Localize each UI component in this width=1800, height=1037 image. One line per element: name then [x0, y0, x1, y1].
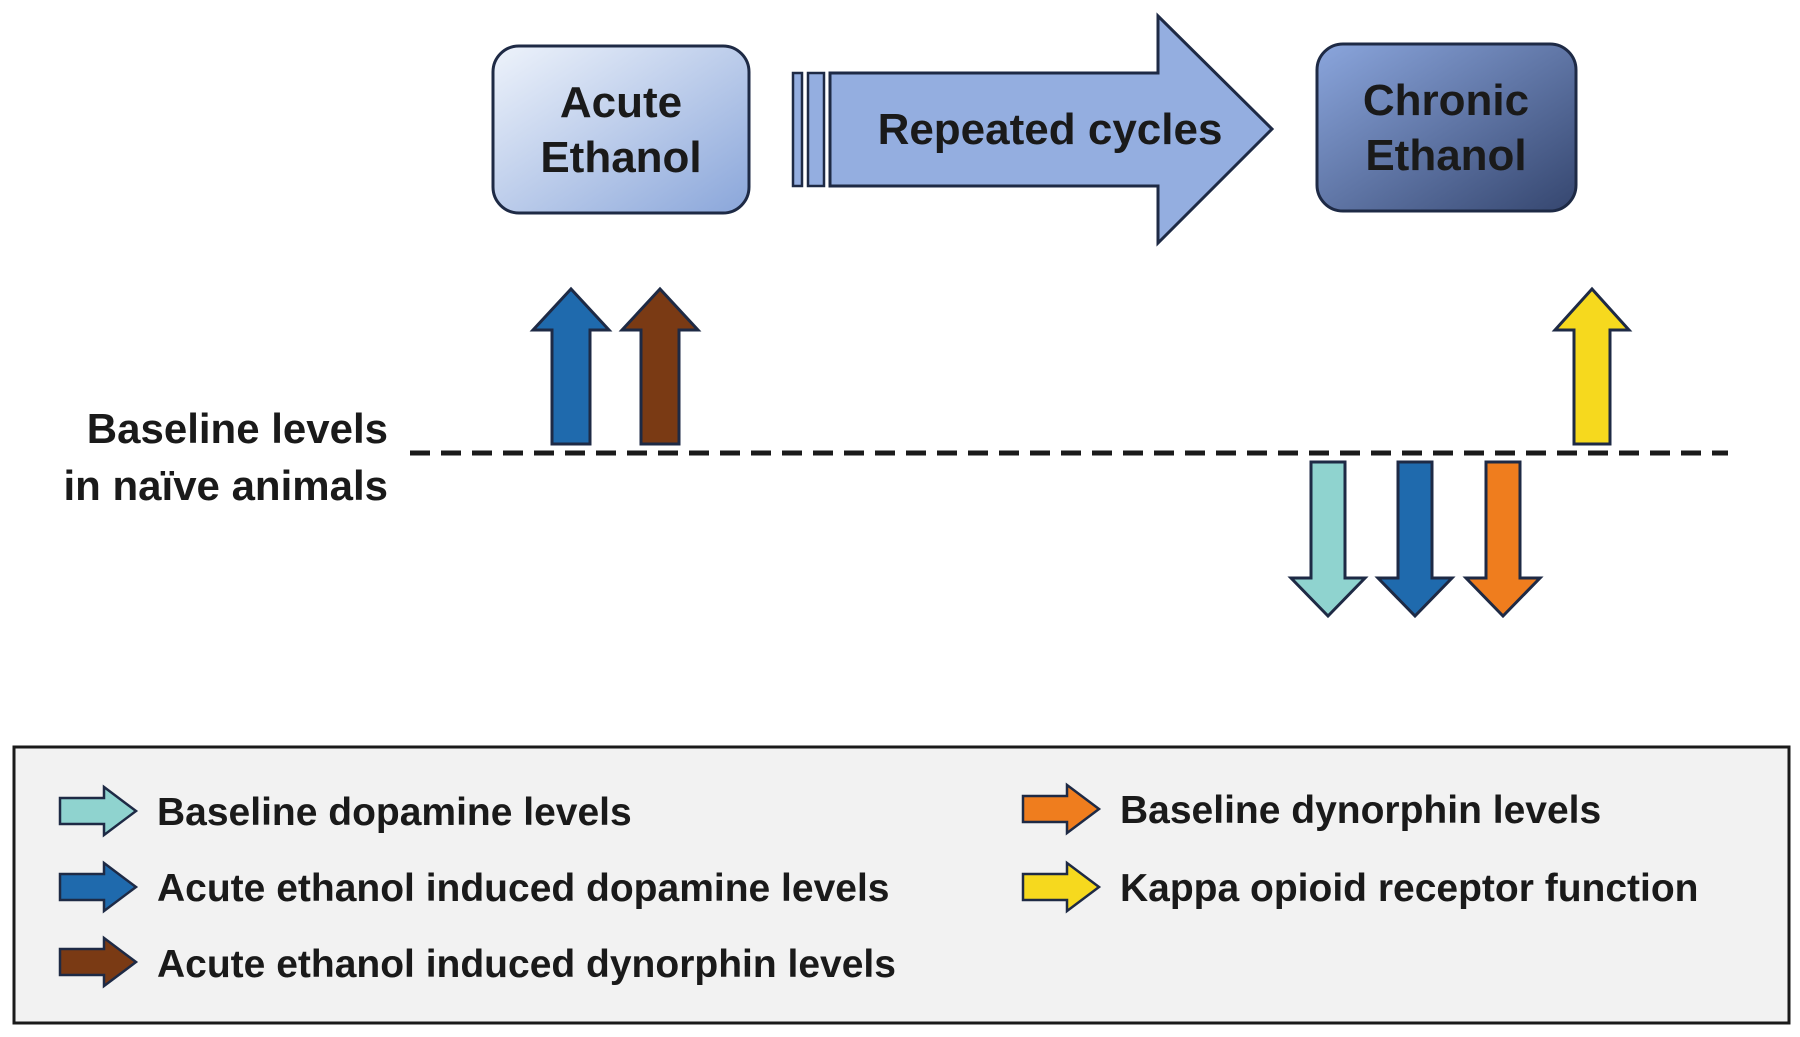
legend-kappa-label: Kappa opioid receptor function	[1120, 867, 1699, 910]
legend-acute-dopamine-label: Acute ethanol induced dopamine levels	[157, 867, 890, 910]
legend-baseline-dynorphin-icon	[1021, 782, 1102, 836]
level-arrows	[529, 286, 1633, 619]
repeated-cycles-arrow: Repeated cycles	[791, 12, 1275, 247]
chronic-dynorphin-down-arrow	[1462, 460, 1544, 619]
chronic-ethanol-label-line2: Ethanol	[1365, 131, 1526, 180]
legend-acute-dynorphin-label: Acute ethanol induced dynorphin levels	[157, 943, 896, 986]
transition-arrow-body	[828, 12, 1275, 247]
legend-baseline-dopamine-label: Baseline dopamine levels	[157, 791, 632, 834]
acute-ethanol-label-line1: Acute	[560, 78, 682, 127]
baseline-label-line1: Baseline levels	[87, 405, 388, 452]
legend-kappa-icon	[1021, 860, 1102, 914]
legend: Baseline dopamine levels Acute ethanol i…	[12, 745, 1791, 1025]
acute-dopamine-up-arrow	[529, 286, 613, 446]
transition-stripe-2	[806, 71, 826, 188]
chronic-baseline-dopamine-down-arrow	[1287, 460, 1369, 619]
legend-acute-dopamine-icon	[58, 860, 139, 914]
chronic-ethanol-box: Chronic Ethanol	[1315, 42, 1578, 213]
chronic-ethanol-label-line1: Chronic	[1363, 76, 1529, 125]
acute-dynorphin-up-arrow	[618, 286, 702, 446]
transition-stripe-1	[791, 71, 804, 188]
chronic-dopamine-down-arrow	[1374, 460, 1456, 619]
acute-ethanol-label-line2: Ethanol	[540, 133, 701, 182]
baseline: Baseline levels in naïve animals	[64, 405, 1728, 509]
legend-baseline-dopamine-icon	[58, 784, 139, 838]
baseline-label-line2: in naïve animals	[64, 462, 388, 509]
chronic-kappa-up-arrow	[1551, 286, 1633, 446]
legend-box	[12, 745, 1791, 1025]
repeated-cycles-label: Repeated cycles	[878, 105, 1223, 154]
legend-baseline-dynorphin-label: Baseline dynorphin levels	[1120, 789, 1601, 832]
acute-ethanol-box: Acute Ethanol	[491, 44, 751, 215]
legend-acute-dynorphin-icon	[58, 935, 139, 989]
